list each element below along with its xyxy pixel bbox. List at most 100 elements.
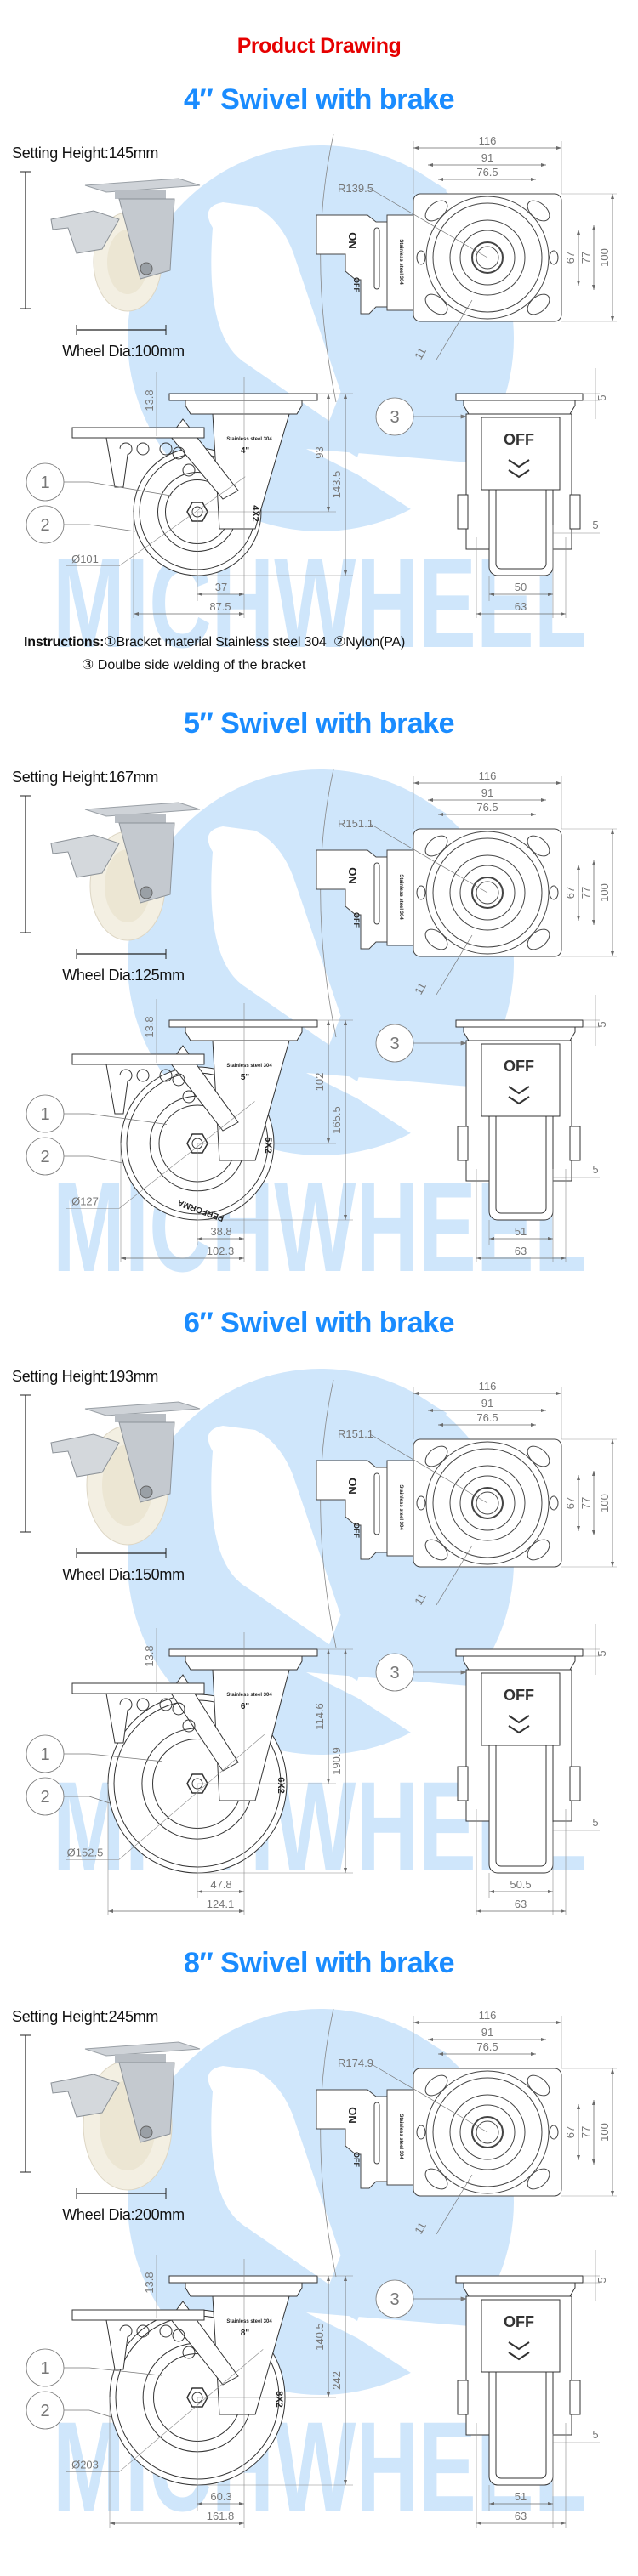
plate-height-label: 100 (598, 1494, 611, 1512)
plate-thickness-label: 5 (595, 1021, 608, 1027)
callout-2 (26, 2391, 112, 2430)
callout-3 (375, 2279, 468, 2318)
inner-span-label: 76.5 (476, 801, 498, 814)
top-width-label: 116 (479, 134, 497, 147)
hole-height-77-label: 77 (579, 1497, 592, 1509)
callout-1 (26, 462, 173, 502)
swivel-offset-label: 38.8 (210, 1225, 231, 1238)
plate-thickness-label: 5 (595, 2277, 608, 2283)
top-material-label: Stainless steel 304 (398, 239, 403, 285)
dim-axle-height (327, 2276, 330, 2397)
brake-off-label: OFF (352, 2152, 361, 2167)
swivel-offset-label: 47.8 (210, 1878, 231, 1891)
section-title: 5″ Swivel with brake (183, 707, 455, 740)
slot-width-label: 11 (412, 1591, 429, 1607)
caster-photo (20, 171, 201, 335)
section-title: 6″ Swivel with brake (183, 1307, 455, 1339)
dim-77 (592, 2100, 595, 2165)
setting-height-label: Setting Height:193mm (12, 1368, 159, 1385)
front-brake-off-label: OFF (504, 1687, 534, 1704)
dim-axle-height (327, 1649, 330, 1784)
bracket-width-label: 63 (515, 1898, 527, 1910)
axle-height-label: 140.5 (313, 2323, 326, 2351)
axle-height-label: 102 (313, 1073, 326, 1092)
swivel-radius-label: R151.1 (338, 817, 373, 830)
wheel-diameter-caption: Wheel Dia:125mm (62, 967, 185, 984)
dim-offset (197, 1890, 244, 1893)
tire-size-mark: 8X2 (274, 2391, 284, 2408)
setting-height-label: Setting Height:145mm (12, 145, 159, 162)
front-view-drawing (455, 995, 600, 1262)
swivel-offset-label: 37 (215, 581, 227, 593)
plate-height-label: 100 (598, 2123, 611, 2142)
instructions-line-1: Instructions:①Bracket material Stainless… (24, 633, 405, 650)
hole-height-67-label: 67 (564, 252, 577, 264)
dim-offset (197, 1237, 244, 1240)
overall-length-label: 102.3 (207, 1245, 235, 1257)
instruction-item-1: ①Bracket material Stainless steel 304 (104, 635, 327, 650)
front-brake-off-label: OFF (504, 2313, 534, 2330)
tire-size-mark: 5X2 (263, 1137, 273, 1154)
dim-67 (577, 2104, 580, 2160)
tread-width-label: 51 (515, 1225, 527, 1238)
top-width-label: 116 (479, 2009, 497, 2022)
wheel-diameter-label: Ø127 (71, 1195, 99, 1208)
dim-67 (577, 1475, 580, 1531)
front-brake-off-label: OFF (504, 1058, 534, 1075)
overall-length-label: 124.1 (207, 1898, 235, 1910)
callout-3 (375, 1653, 468, 1692)
bracket-width-label: 63 (515, 1245, 527, 1257)
dim-100 (611, 829, 614, 956)
section-title: 4″ Swivel with brake (183, 83, 455, 116)
top-offset-label: 13.8 (143, 389, 156, 411)
dim-offset (197, 593, 244, 596)
side-view-drawing (66, 1628, 353, 1915)
instructions-label: Instructions: (24, 635, 105, 650)
callout-3-number: 3 (390, 2290, 399, 2309)
callout-1-number: 1 (40, 474, 49, 492)
wheel-diameter-caption: Wheel Dia:200mm (62, 2206, 185, 2223)
top-view-drawing (316, 2008, 617, 2278)
callout-1-number: 1 (40, 1745, 49, 1764)
bracket-material-mark: Stainless steel 304 (226, 2319, 272, 2324)
bracket-material-mark: Stainless steel 304 (226, 1064, 272, 1069)
dim-100 (611, 194, 614, 321)
tire-size-mark: 6X2 (276, 1777, 286, 1794)
brake-on-label: ON (346, 232, 359, 249)
dim-77 (592, 1471, 595, 1535)
dim-axle-height (327, 394, 330, 512)
dim-total-height (344, 394, 347, 576)
dim-91 (428, 2038, 546, 2041)
dim-overall-length (134, 612, 244, 616)
front-brake-off-label: OFF (504, 431, 534, 448)
bracket-width-label: 63 (515, 2510, 527, 2522)
bolt-span-label: 91 (481, 786, 493, 799)
callout-1-number: 1 (40, 1105, 49, 1124)
dim-91 (428, 1409, 546, 1412)
top-material-label: Stainless steel 304 (398, 874, 403, 920)
callout-1 (26, 1734, 162, 1773)
dim-67 (577, 230, 580, 286)
callout-3 (375, 397, 468, 436)
hole-height-67-label: 67 (564, 2126, 577, 2138)
inner-span-label: 76.5 (476, 166, 498, 179)
dim-total-height (344, 2276, 347, 2485)
dim-100 (611, 2068, 614, 2196)
total-height-label: 143.5 (330, 471, 343, 499)
callout-3-number: 3 (390, 1035, 399, 1053)
total-height-label: 190.9 (330, 1747, 343, 1775)
hole-height-67-label: 67 (564, 887, 577, 899)
slot-width-label: 11 (412, 2220, 429, 2236)
dim-67 (577, 865, 580, 921)
front-view-drawing (455, 2250, 600, 2528)
dim-tread-width (489, 2502, 553, 2505)
caster-photo (20, 2034, 201, 2199)
brake-on-label: ON (346, 867, 359, 884)
tread-gap-label: 5 (592, 1163, 598, 1176)
top-view-drawing (316, 769, 617, 1038)
caster-photo (20, 795, 201, 959)
callout-2 (26, 1777, 111, 1816)
